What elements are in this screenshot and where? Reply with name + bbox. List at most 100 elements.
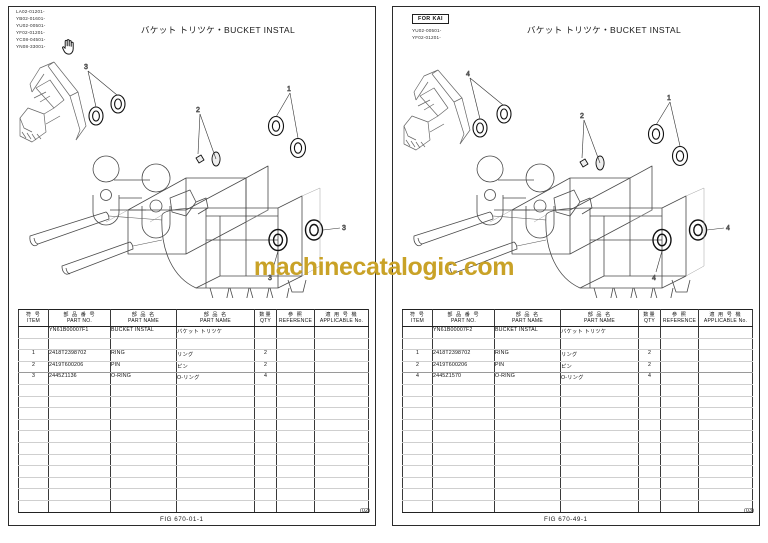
table-row	[18, 477, 369, 490]
table-row	[18, 465, 369, 478]
item-cell: 1	[18, 349, 49, 362]
qty-cell	[638, 384, 661, 397]
part-name-cell: RING	[110, 349, 177, 362]
part-name-cell	[110, 500, 177, 513]
qty-cell	[254, 407, 277, 420]
part-name-jp-cell	[560, 430, 639, 443]
applicable-cell	[698, 384, 753, 397]
applicable-cell	[698, 396, 753, 409]
qty-cell	[254, 384, 277, 397]
applicable-cell	[314, 500, 369, 513]
callout-3-lower-left: 3	[268, 275, 272, 282]
applicable-cell	[314, 488, 369, 501]
part-no-cell	[48, 488, 111, 501]
part-name-cell	[494, 338, 561, 351]
part-no-cell: 2418T2398702	[48, 349, 111, 362]
qty-cell: 4	[254, 372, 277, 385]
part-name-cell	[110, 407, 177, 420]
item-cell	[18, 419, 49, 432]
part-name-cell	[494, 500, 561, 513]
applicable-cell	[314, 361, 369, 374]
item-cell: 1	[402, 349, 433, 362]
part-name-cell: RING	[494, 349, 561, 362]
panel-left-border	[8, 6, 376, 526]
table-row	[402, 407, 753, 420]
item-cell	[402, 419, 433, 432]
col-header-part-no: 部 品 番 号 PART NO.	[48, 309, 111, 327]
applicable-cell	[698, 430, 753, 443]
part-name-jp-cell	[560, 454, 639, 467]
col-header-reference: 参 照 REFERENCE	[276, 309, 315, 327]
col-header-part-name-en: 部 品 名 PART NAME	[110, 309, 177, 327]
table-row	[18, 430, 369, 443]
item-cell	[18, 442, 49, 455]
part-name-jp-cell: O-リング	[560, 372, 639, 385]
col-header-applicable: 適 用 号 機 APPLICABLE No.	[314, 309, 369, 327]
part-name-cell	[110, 465, 177, 478]
reference-cell	[660, 349, 699, 362]
reference-cell	[660, 361, 699, 374]
reference-cell	[276, 430, 315, 443]
reference-cell	[276, 361, 315, 374]
applicable-cell	[698, 349, 753, 362]
part-name-cell	[494, 384, 561, 397]
qty-cell	[638, 407, 661, 420]
part-name-jp-cell	[560, 338, 639, 351]
item-cell	[402, 465, 433, 478]
part-name-jp-cell	[560, 407, 639, 420]
qty-cell	[254, 477, 277, 490]
table-row	[402, 465, 753, 478]
part-no-cell: 2418T2398702	[432, 349, 495, 362]
part-no-cell	[48, 430, 111, 443]
parts-table-wrap-left: 符 号 ITEM 部 品 番 号 PART NO. 部 品 名 PART NAM…	[18, 309, 369, 513]
reference-cell	[276, 396, 315, 409]
part-no-cell	[48, 384, 111, 397]
part-no-cell	[48, 442, 111, 455]
part-name-jp-cell	[176, 442, 255, 455]
part-name-jp-cell	[176, 488, 255, 501]
reference-cell	[660, 372, 699, 385]
item-cell	[402, 396, 433, 409]
part-name-jp-cell	[176, 384, 255, 397]
part-no-cell	[432, 407, 495, 420]
part-name-cell	[110, 454, 177, 467]
part-name-jp-cell	[560, 384, 639, 397]
part-no-cell	[48, 407, 111, 420]
item-cell	[402, 477, 433, 490]
qty-cell	[638, 338, 661, 351]
reference-cell	[660, 419, 699, 432]
applicable-cell	[698, 407, 753, 420]
qty-cell	[254, 442, 277, 455]
part-name-cell	[110, 419, 177, 432]
applicable-cell	[314, 396, 369, 409]
part-name-jp-cell	[560, 442, 639, 455]
table-row	[402, 338, 753, 351]
item-cell: 4	[402, 372, 433, 385]
reference-cell	[660, 396, 699, 409]
col-header-reference: 参 照 REFERENCE	[660, 309, 699, 327]
reference-cell	[660, 384, 699, 397]
applicable-cell	[698, 477, 753, 490]
col-header-part-no: 部 品 番 号 PART NO.	[432, 309, 495, 327]
item-cell	[402, 326, 433, 339]
qty-cell	[638, 396, 661, 409]
reference-cell	[276, 338, 315, 351]
reference-cell	[660, 338, 699, 351]
part-name-cell	[494, 477, 561, 490]
applicable-cell	[698, 361, 753, 374]
applicable-cell	[314, 465, 369, 478]
part-name-jp-cell: リング	[176, 349, 255, 362]
part-no-cell	[48, 465, 111, 478]
part-no-cell	[48, 338, 111, 351]
part-no-cell	[432, 442, 495, 455]
item-cell: 2	[18, 361, 49, 374]
item-cell: 3	[18, 372, 49, 385]
reference-cell	[276, 384, 315, 397]
part-name-cell: BUCKET INSTAL	[494, 326, 561, 339]
table-row	[402, 488, 753, 501]
part-name-cell	[494, 488, 561, 501]
